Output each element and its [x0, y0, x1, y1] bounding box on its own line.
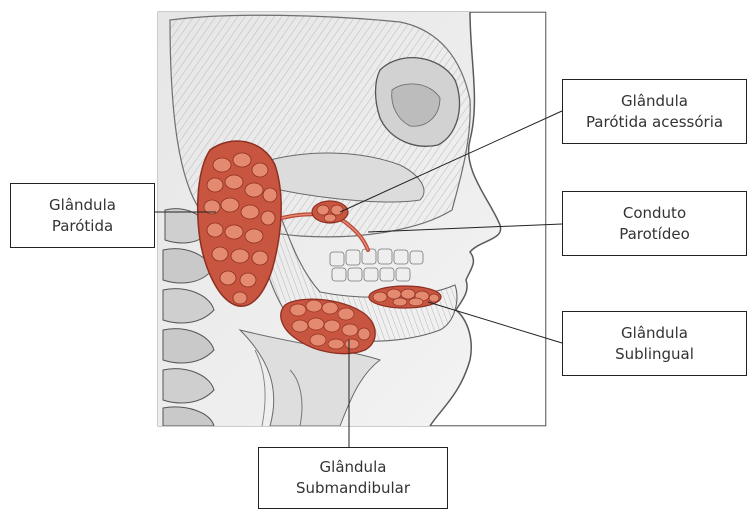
- label-parotid-duct: Conduto Parotídeo: [562, 191, 747, 256]
- label-submandibular-line2: Submandibular: [259, 478, 447, 499]
- label-accessory-parotid-gland: Glândula Parótida acessória: [562, 79, 747, 144]
- label-duct-line2: Parotídeo: [563, 224, 746, 245]
- label-sublingual-gland: Glândula Sublingual: [562, 311, 747, 376]
- label-sublingual-line1: Glândula: [563, 323, 746, 344]
- label-parotid-line1: Glândula: [11, 195, 154, 216]
- label-accessory-line2: Parótida acessória: [563, 112, 746, 133]
- sublingual-gland: [369, 286, 441, 308]
- label-accessory-line1: Glândula: [563, 91, 746, 112]
- label-parotid-gland: Glândula Parótida: [10, 183, 155, 248]
- accessory-parotid-gland: [312, 201, 348, 223]
- label-submandibular-line1: Glândula: [259, 457, 447, 478]
- label-duct-line1: Conduto: [563, 203, 746, 224]
- label-sublingual-line2: Sublingual: [563, 344, 746, 365]
- label-submandibular-gland: Glândula Submandibular: [258, 447, 448, 509]
- label-parotid-line2: Parótida: [11, 216, 154, 237]
